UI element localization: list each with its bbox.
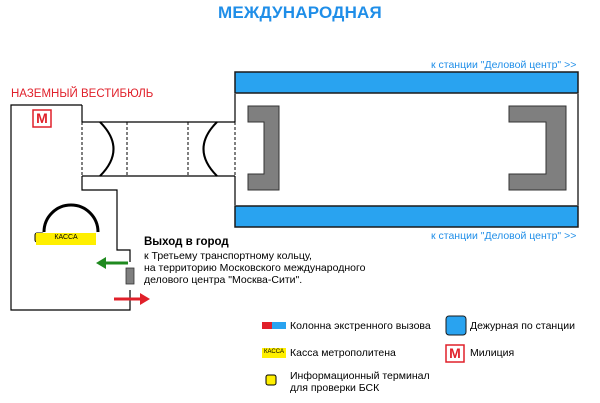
exit-line: к Третьему транспортному кольцу, xyxy=(144,250,312,262)
legend-ticket-office: Касса метрополитена xyxy=(290,347,396,359)
emergency-column-icon xyxy=(262,322,286,329)
legend-info-terminal-line: Информационный терминал xyxy=(290,370,430,382)
exit-line: делового центра "Москва-Сити". xyxy=(144,274,303,286)
police-sign-letter: М xyxy=(36,110,48,126)
police-legend-icon xyxy=(445,344,465,363)
exit-line: на территорию Московского международного xyxy=(144,262,366,274)
ticket-office xyxy=(36,233,96,245)
legend-emergency-column: Колонна экстренного вызова xyxy=(290,320,431,332)
platform-end-left xyxy=(247,105,280,191)
ticket-office-label: КАССА xyxy=(54,234,78,241)
platform-end-right xyxy=(508,105,567,191)
police-sign xyxy=(32,109,52,128)
upper-track-bar xyxy=(234,71,579,94)
vestibule-outline xyxy=(10,104,131,311)
direction-label-bottom: к станции "Деловой центр" >> xyxy=(431,230,577,242)
ticket-office-legend-icon xyxy=(262,348,286,358)
exit-heading: Выход в город xyxy=(144,236,229,248)
legend-info-terminal: Информационный терминал для проверки БСК xyxy=(290,370,430,394)
green-arrow-icon xyxy=(96,257,128,269)
legend-police: Милиция xyxy=(470,347,515,359)
station-duty-icon xyxy=(445,315,467,336)
info-terminal-legend-icon xyxy=(265,374,277,386)
red-arrow-icon xyxy=(114,293,150,305)
exit-column xyxy=(125,267,135,285)
vestibule-label: НАЗЕМНЫЙ ВЕСТИБЮЛЬ xyxy=(11,88,154,100)
police-legend-letter: М xyxy=(449,345,461,361)
station-title: МЕЖДУНАРОДНАЯ xyxy=(218,3,382,22)
exit-description: к Третьему транспортному кольцу, на терр… xyxy=(144,250,404,286)
legend-station-duty: Дежурная по станции xyxy=(470,320,575,332)
direction-label-top: к станции "Деловой центр" >> xyxy=(431,59,577,71)
ticket-office-legend-symbol: КАССА xyxy=(264,349,284,355)
legend-info-terminal-line: для проверки БСК xyxy=(290,382,380,394)
lower-track-bar xyxy=(234,205,579,228)
